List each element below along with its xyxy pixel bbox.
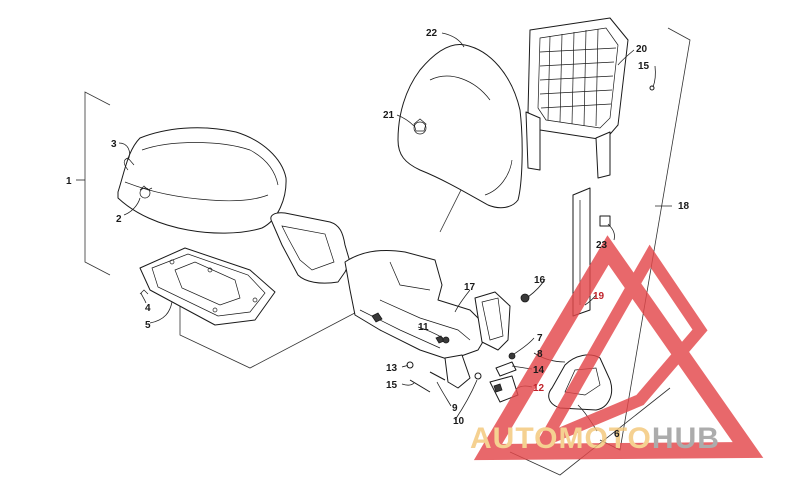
- grommet-16: [520, 293, 530, 303]
- callout-8: 8: [537, 349, 543, 360]
- clip: [599, 215, 611, 227]
- watermark-moto: MOTO: [558, 422, 651, 455]
- bolt-9: [429, 371, 446, 381]
- callout-6: 6: [614, 429, 620, 440]
- callout-23: 23: [596, 240, 608, 251]
- callout-19: 19: [593, 291, 605, 302]
- watermark-triangle-inner: [531, 244, 708, 453]
- callout-15-right: 15: [638, 61, 650, 72]
- callout-10: 10: [453, 416, 465, 427]
- group-bracket-seat: [76, 91, 111, 276]
- callout-2: 2: [116, 214, 122, 225]
- watermark-hub: HUB: [652, 422, 720, 455]
- callout-4: 4: [145, 303, 151, 314]
- washer-13: [406, 361, 414, 369]
- callout-18: 18: [678, 201, 690, 212]
- callout-11: 11: [418, 322, 429, 333]
- callout-5: 5: [145, 320, 151, 331]
- callout-16: 16: [534, 275, 546, 286]
- callout-7: 7: [537, 333, 543, 344]
- side-bracket: [474, 291, 511, 351]
- backrest-cushion: [397, 43, 523, 209]
- callout-15-left: 15: [386, 380, 398, 391]
- hardware: [139, 85, 655, 393]
- callouts: 1 2 3 4 5 6 7 8 9 10 11 12 13 14 15 15 1…: [66, 28, 690, 440]
- nut-11: [442, 336, 450, 344]
- seat-cushion: [117, 127, 287, 234]
- svg-text:AUTOMOTOHUB: AUTOMOTOHUB: [470, 422, 720, 455]
- callout-14: 14: [533, 365, 545, 376]
- screw-4: [139, 289, 149, 295]
- callout-13: 13: [386, 363, 398, 374]
- watermark: AUTOMOTOHUB: [470, 235, 764, 461]
- nut-7: [508, 352, 516, 360]
- main-frame: [344, 249, 491, 389]
- callout-1: 1: [66, 176, 72, 187]
- callout-17: 17: [464, 282, 476, 293]
- grab-handle: [270, 212, 351, 284]
- callout-12: 12: [533, 383, 545, 394]
- callout-9: 9: [452, 403, 458, 414]
- backrest-frame: [525, 17, 629, 179]
- washer-10: [474, 372, 482, 380]
- seat-base-pan: [139, 247, 276, 326]
- callout-21: 21: [383, 110, 395, 121]
- watermark-auto: AUTO: [470, 422, 558, 455]
- bolt-15: [409, 379, 431, 393]
- callout-22: 22: [426, 28, 438, 39]
- plate-14: [495, 361, 517, 377]
- callout-20: 20: [636, 44, 648, 55]
- callout-3: 3: [111, 139, 117, 150]
